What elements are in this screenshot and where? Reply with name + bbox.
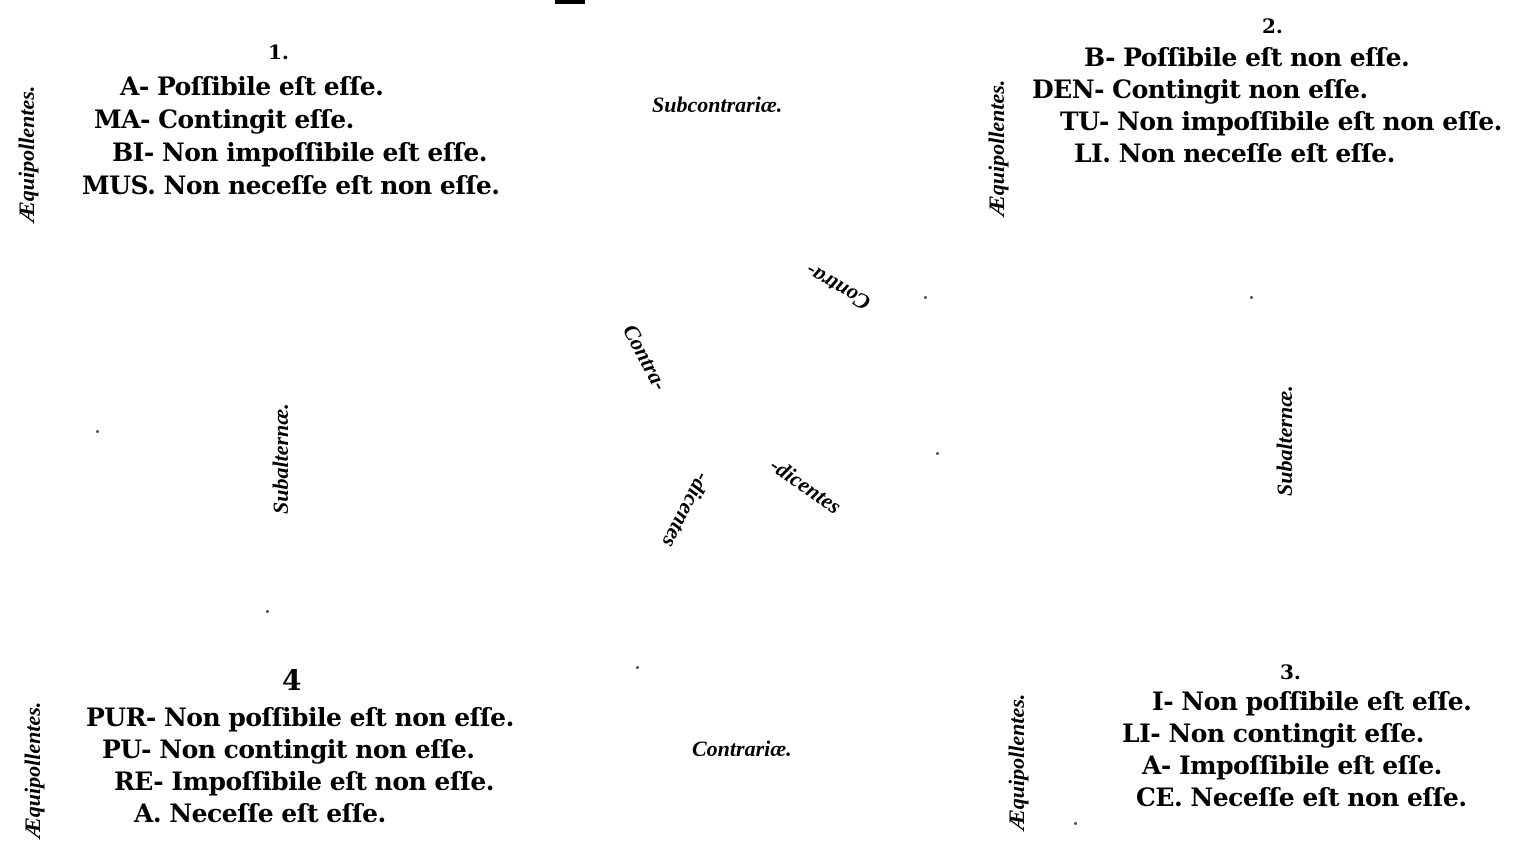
scan-speck bbox=[936, 452, 939, 455]
scan-speck bbox=[96, 430, 99, 433]
proposition-line: CE. Neceſſe eſt non eſſe. bbox=[1136, 783, 1467, 812]
label-contra-right: Contra- bbox=[800, 258, 875, 316]
proposition-line: MA- Contingit eſſe. bbox=[94, 105, 354, 134]
proposition-line: BI- Non impoſſibile eſt eſſe. bbox=[112, 138, 487, 167]
proposition-number-4: 4 bbox=[282, 664, 302, 697]
proposition-line: TU- Non impoſſibile eſt non eſſe. bbox=[1060, 107, 1502, 136]
label-subalternae-left: Subalternæ. bbox=[268, 403, 293, 514]
proposition-block-3: I- Non poſſibile eſt eſſe. LI- Non conti… bbox=[1122, 686, 1472, 814]
proposition-line: DEN- Contingit non eſſe. bbox=[1032, 75, 1368, 104]
label-subalternae-right: Subalternæ. bbox=[1272, 385, 1297, 496]
proposition-line: LI- Non contingit eſſe. bbox=[1122, 719, 1424, 748]
scan-speck bbox=[1250, 296, 1253, 299]
label-subcontrariae: Subcontrariæ. bbox=[652, 92, 783, 117]
proposition-line: A- Poſſibile eſt eſſe. bbox=[120, 72, 384, 101]
scan-speck bbox=[1074, 822, 1077, 825]
label-dicentes-left: -dicentes bbox=[657, 468, 716, 552]
label-dicentes-right: -dicentes bbox=[765, 452, 847, 519]
proposition-block-2: B- Poſſibile eſt non eſſe. DEN- Contingi… bbox=[1032, 42, 1502, 170]
proposition-number-3: 3. bbox=[1280, 660, 1301, 684]
scan-speck bbox=[924, 296, 927, 299]
scan-speck bbox=[266, 610, 269, 613]
proposition-line: A- Impoſſibile eſt eſſe. bbox=[1142, 751, 1442, 780]
proposition-block-4: PUR- Non poſſibile eſt non eſſe. PU- Non… bbox=[86, 702, 514, 830]
proposition-line: A. Neceſſe eſt eſſe. bbox=[134, 799, 386, 828]
proposition-line: RE- Impoſſibile eſt non eſſe. bbox=[114, 767, 494, 796]
proposition-line: MUS. Non neceſſe eſt non eſſe. bbox=[82, 171, 500, 200]
label-aequipollentes-br: Æquipollentes. bbox=[1004, 693, 1029, 830]
proposition-block-1: A- Poſſibile eſt eſſe. MA- Contingit eſſ… bbox=[82, 70, 500, 202]
label-aequipollentes-tl: Æquipollentes. bbox=[14, 85, 39, 222]
label-contrariae: Contrariæ. bbox=[692, 736, 792, 761]
proposition-line: PUR- Non poſſibile eſt non eſſe. bbox=[86, 703, 514, 732]
proposition-line: LI. Non neceſſe eſt eſſe. bbox=[1074, 139, 1395, 168]
scan-speck bbox=[636, 666, 639, 669]
proposition-number-1: 1. bbox=[268, 40, 289, 64]
proposition-line: PU- Non contingit non eſſe. bbox=[102, 735, 475, 764]
label-aequipollentes-tr: Æquipollentes. bbox=[984, 79, 1009, 216]
proposition-number-2: 2. bbox=[1262, 14, 1283, 38]
label-aequipollentes-bl: Æquipollentes. bbox=[20, 701, 45, 838]
scan-mark bbox=[555, 0, 585, 4]
proposition-line: B- Poſſibile eſt non eſſe. bbox=[1084, 43, 1410, 72]
proposition-line: I- Non poſſibile eſt eſſe. bbox=[1152, 687, 1472, 716]
label-contra-left: Contra- bbox=[617, 320, 674, 395]
